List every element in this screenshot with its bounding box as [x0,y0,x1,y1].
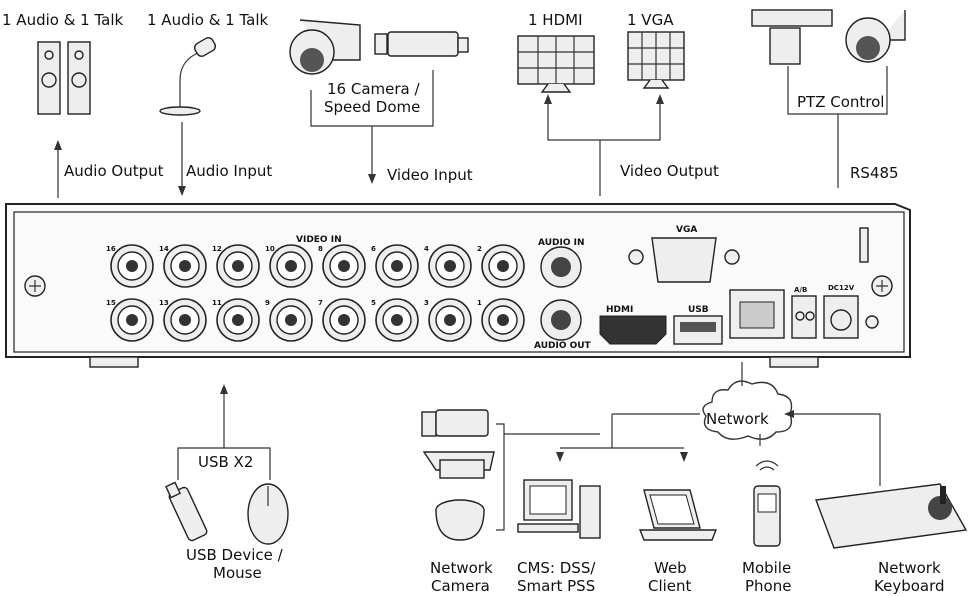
audio-input-label: Audio Input [186,162,272,180]
vga-label: 1 VGA [627,11,674,29]
audio-in-port[interactable] [540,246,582,288]
audio-out-label: AUDIO OUT [534,341,592,351]
bnc-video-port[interactable] [428,244,472,288]
bnc-channel-number: 8 [318,245,323,253]
video-output-label: Video Output [620,162,719,180]
bnc-channel-number: 6 [371,245,376,253]
bnc-video-port[interactable] [428,298,472,342]
network-camera-label-line2: Camera [431,577,490,595]
network-connection-lines [496,362,881,531]
top-connection-lines [54,66,888,198]
bnc-video-port[interactable] [481,298,525,342]
mobile-label-line1: Mobile [742,559,791,577]
network-keyboard-icon [815,483,968,549]
bnc-video-port[interactable] [163,298,207,342]
hdmi-logo: HDMI [606,305,633,315]
mouse-icon [247,483,289,545]
usb-connection-lines [177,384,271,480]
laptop-icon [638,489,718,541]
hdmi-monitor-icon [517,35,595,93]
audio-in-label: AUDIO IN [538,238,584,248]
bnc-video-port[interactable] [269,298,313,342]
video-input-label: Video Input [387,166,473,184]
network-camera-label-line1: Network [430,559,493,577]
bnc-port-group: 16 14 12 10 8 6 4 2 15 13 11 9 7 5 3 1 [106,244,525,342]
ptz-camera-icon [751,9,906,65]
network-camera-icon [421,409,495,541]
web-client-label-line1: Web [654,559,687,577]
bnc-channel-number: 3 [424,299,429,307]
bnc-video-port[interactable] [110,244,154,288]
bnc-video-port[interactable] [269,244,313,288]
ptz-control-label: PTZ Control [797,93,884,111]
bnc-video-port[interactable] [375,244,419,288]
cms-computer-icon [517,479,601,539]
network-label: Network [706,410,769,428]
video-in-label: VIDEO IN [296,235,342,245]
mobile-phone-icon [753,460,781,547]
cms-label-line2: Smart PSS [517,577,595,595]
usb-device-label-line2: Mouse [213,564,262,582]
bnc-video-port[interactable] [216,244,260,288]
audio-output-label: Audio Output [64,162,164,180]
bnc-channel-number: 16 [106,245,116,253]
bnc-channel-number: 1 [477,299,482,307]
mobile-label-line2: Phone [745,577,791,595]
bnc-channel-number: 15 [106,299,116,307]
keyboard-label-line2: Keyboard [874,577,945,595]
usb-logo: USB [688,305,709,315]
rs485-port[interactable] [791,295,817,339]
usb-device-label-line1: USB Device / [186,546,284,564]
bnc-video-port[interactable] [375,298,419,342]
bnc-video-port[interactable] [110,298,154,342]
audio-talk-right-label: 1 Audio & 1 Talk [147,11,269,29]
bnc-channel-number: 10 [265,245,275,253]
bnc-video-port[interactable] [322,298,366,342]
bnc-channel-number: 14 [159,245,169,253]
bnc-channel-number: 4 [424,245,429,253]
bnc-video-port[interactable] [481,244,525,288]
bnc-channel-number: 7 [318,299,323,307]
vga-port-label: VGA [676,225,697,235]
bnc-channel-number: 13 [159,299,169,307]
hdmi-port[interactable] [599,315,667,345]
power-port-label: DC12V [828,284,855,292]
bnc-channel-number: 9 [265,299,270,307]
bnc-video-port[interactable] [163,244,207,288]
keyboard-label-line1: Network [878,559,941,577]
cms-label-line1: CMS: DSS/ [517,559,596,577]
box-camera-icon [374,31,469,57]
bnc-channel-number: 12 [212,245,222,253]
camera-label-line1: 16 Camera / [327,80,420,98]
usb-stick-icon [165,481,208,542]
web-client-label-line2: Client [648,577,692,595]
audio-out-port[interactable] [540,299,582,341]
bnc-video-port[interactable] [216,298,260,342]
usb-x2-label: USB X2 [198,453,253,471]
bnc-channel-number: 11 [212,299,222,307]
microphone-icon [159,37,217,116]
network-cloud [702,380,793,440]
speed-dome-camera-icon [289,19,361,75]
network-port[interactable] [729,289,785,339]
bnc-channel-number: 5 [371,299,376,307]
bnc-video-port[interactable] [322,244,366,288]
rs485-port-label: A/B [794,286,807,294]
usb-port[interactable] [673,315,723,345]
vga-monitor-icon [627,31,685,89]
power-port[interactable] [823,295,859,339]
vga-port[interactable] [628,237,740,283]
hdmi-label: 1 HDMI [528,11,583,29]
bnc-channel-number: 2 [477,245,482,253]
speaker-icon [37,41,91,115]
audio-talk-left-label: 1 Audio & 1 Talk [2,11,124,29]
camera-label-line2: Speed Dome [324,98,420,116]
rs485-label: RS485 [850,164,899,182]
